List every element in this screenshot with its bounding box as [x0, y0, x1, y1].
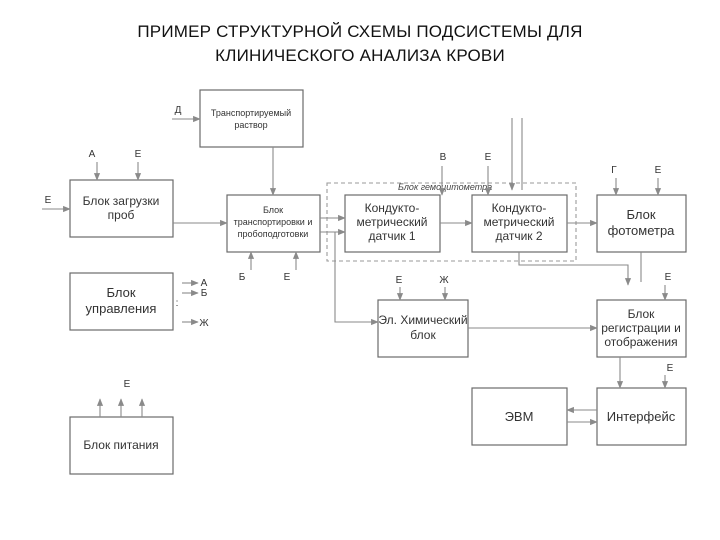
- label-e-electrochemical: Е: [396, 275, 403, 286]
- svg-text:метрический: метрический: [484, 215, 555, 229]
- label-v: В: [440, 152, 447, 163]
- svg-text:Интерфейс: Интерфейс: [607, 409, 676, 424]
- svg-text:отображения: отображения: [604, 335, 677, 349]
- svg-text:датчик 2: датчик 2: [495, 229, 542, 243]
- label-zh-control: Ж: [199, 318, 209, 329]
- conductometric-sensor-1-block: Кондукто- метрический датчик 1: [344, 194, 441, 253]
- svg-text:ЭВМ: ЭВМ: [505, 409, 534, 424]
- conductometric-sensor-2-block: Кондукто- метрический датчик 2: [471, 194, 568, 253]
- transport-prep-block: Блок транспортировки и пробоподготовки: [226, 194, 321, 253]
- label-colon: :: [176, 298, 179, 309]
- control-block: Блок управления: [69, 272, 174, 331]
- svg-text:раствор: раствор: [234, 120, 267, 130]
- label-e-registration: Е: [665, 272, 672, 283]
- label-a-top: А: [89, 149, 96, 160]
- transport-solution-block: Транспортируемый раствор: [199, 89, 304, 148]
- power-supply-block: Блок питания: [69, 416, 174, 475]
- sample-loading-block: Блок загрузки проб: [69, 179, 174, 238]
- electrochemical-block: Эл. Химический блок: [377, 299, 469, 358]
- label-e-left: Е: [45, 195, 52, 206]
- svg-text:Блок: Блок: [628, 307, 656, 321]
- photometer-block: Блок фотометра: [596, 194, 687, 253]
- hemocytometer-group-label: Блок гемоцитометра: [398, 182, 492, 192]
- label-e-loading: Е: [135, 149, 142, 160]
- label-a-control: А: [201, 278, 208, 289]
- label-d: Д: [175, 105, 182, 116]
- svg-text:Блок: Блок: [263, 205, 283, 215]
- label-b-control: Б: [201, 288, 208, 299]
- title-line-2: КЛИНИЧЕСКОГО АНАЛИЗА КРОВИ: [215, 46, 505, 65]
- svg-text:Блок загрузки: Блок загрузки: [83, 194, 160, 208]
- label-g: Г: [611, 165, 617, 176]
- svg-text:регистрации и: регистрации и: [601, 321, 681, 335]
- computer-block: ЭВМ: [471, 387, 568, 446]
- label-e-prep: Е: [284, 272, 291, 283]
- svg-text:блок: блок: [410, 328, 436, 342]
- interface-block: Интерфейс: [596, 387, 687, 446]
- svg-text:Блок: Блок: [626, 207, 655, 222]
- svg-text:метрический: метрический: [357, 215, 428, 229]
- svg-text:Блок: Блок: [106, 285, 135, 300]
- label-b-prep: Б: [239, 272, 246, 283]
- label-e-sensor: Е: [485, 152, 492, 163]
- page-title: ПРИМЕР СТРУКТУРНОЙ СХЕМЫ ПОДСИСТЕМЫ ДЛЯ …: [0, 20, 720, 68]
- registration-display-block: Блок регистрации и отображения: [596, 299, 687, 358]
- label-e-power: Е: [124, 379, 131, 390]
- label-zh-electrochemical: Ж: [439, 275, 449, 286]
- svg-text:Транспортируемый: Транспортируемый: [211, 108, 291, 118]
- arrow-sensors-to-registration: [518, 252, 632, 286]
- svg-text:пробоподготовки: пробоподготовки: [238, 229, 309, 239]
- svg-text:Блок питания: Блок питания: [83, 438, 158, 452]
- arrow-prep-to-electrochemical: [334, 232, 379, 326]
- label-e-photometer: Е: [655, 165, 662, 176]
- svg-text:проб: проб: [108, 208, 135, 222]
- svg-text:датчик 1: датчик 1: [368, 229, 415, 243]
- svg-text:Эл. Химический: Эл. Химический: [378, 313, 467, 327]
- svg-text:фотометра: фотометра: [608, 223, 676, 238]
- svg-text:Кондукто-: Кондукто-: [492, 201, 547, 215]
- svg-text:Кондукто-: Кондукто-: [365, 201, 420, 215]
- title-line-1: ПРИМЕР СТРУКТУРНОЙ СХЕМЫ ПОДСИСТЕМЫ ДЛЯ: [137, 22, 583, 41]
- label-e-interface: Е: [667, 363, 674, 374]
- hemocytometer-group-frame: [326, 182, 577, 262]
- svg-text:управления: управления: [86, 301, 157, 316]
- svg-text:транспортировки и: транспортировки и: [234, 217, 313, 227]
